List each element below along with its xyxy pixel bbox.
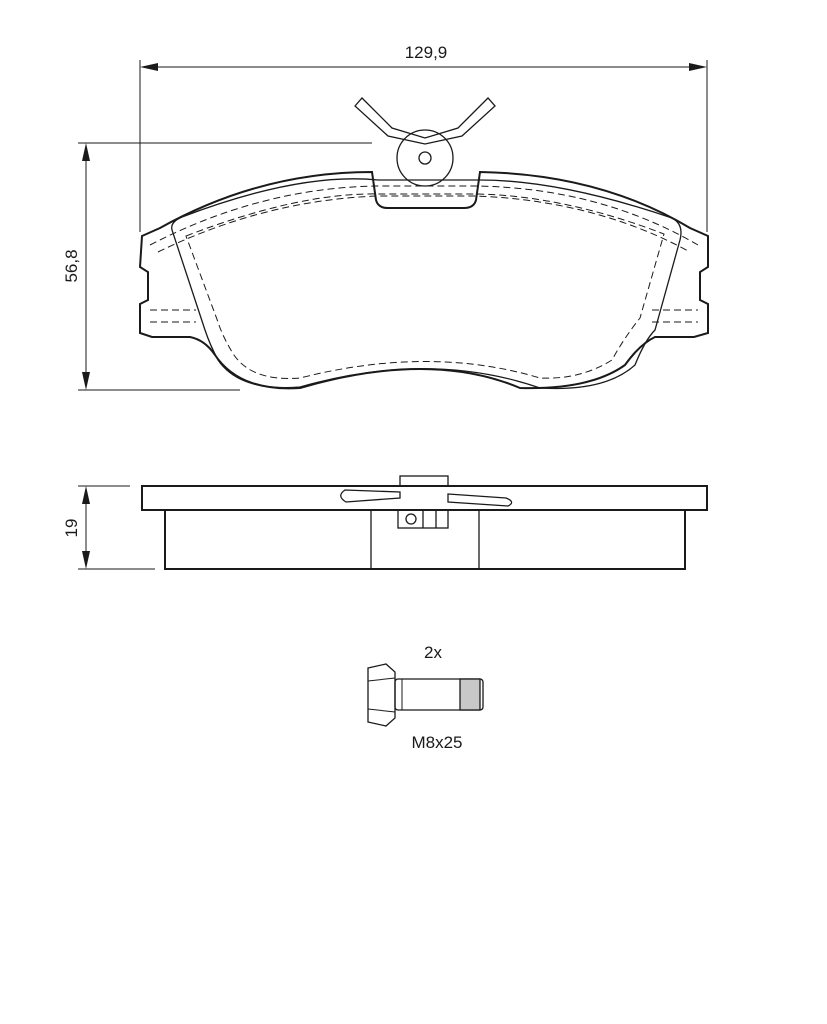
spring-clip xyxy=(354,97,496,145)
height-dimension: 56,8 xyxy=(62,142,372,391)
side-backing-plate xyxy=(141,485,708,511)
bolt-thread xyxy=(459,678,481,711)
bolt-head-edge-1 xyxy=(367,677,396,682)
side-center-boss xyxy=(399,475,449,487)
side-center-pin xyxy=(405,513,417,525)
bolt-head xyxy=(367,663,396,727)
pad-side-view: 19 xyxy=(62,475,708,570)
backing-plate-hidden-edge-2 xyxy=(157,195,691,253)
side-tab-right-hidden xyxy=(652,309,698,323)
bolt-drawing: 2x M8x25 xyxy=(367,643,484,752)
center-pin-boss xyxy=(396,129,454,187)
side-friction-block xyxy=(164,510,686,570)
backing-plate-hidden-edge xyxy=(149,185,699,246)
backing-plate xyxy=(138,170,709,390)
thickness-dimension-label: 19 xyxy=(62,519,81,538)
center-pin-hole xyxy=(418,151,432,165)
bolt-head-edge-2 xyxy=(367,708,396,713)
friction-hidden-edge xyxy=(185,193,665,379)
width-dimension-label: 129,9 xyxy=(405,43,448,62)
friction-material xyxy=(171,178,682,390)
bolt-quantity-label: 2x xyxy=(424,643,442,662)
width-dimension: 129,9 xyxy=(139,43,708,232)
thickness-dimension: 19 xyxy=(62,485,155,570)
bolt-shank xyxy=(394,678,484,711)
side-spring-clip xyxy=(340,489,513,507)
bolt-size-label: M8x25 xyxy=(411,733,462,752)
height-dimension-label: 56,8 xyxy=(62,249,81,282)
side-tab-left-hidden xyxy=(150,309,196,323)
pad-front-view: 129,9 56,8 xyxy=(62,43,709,391)
